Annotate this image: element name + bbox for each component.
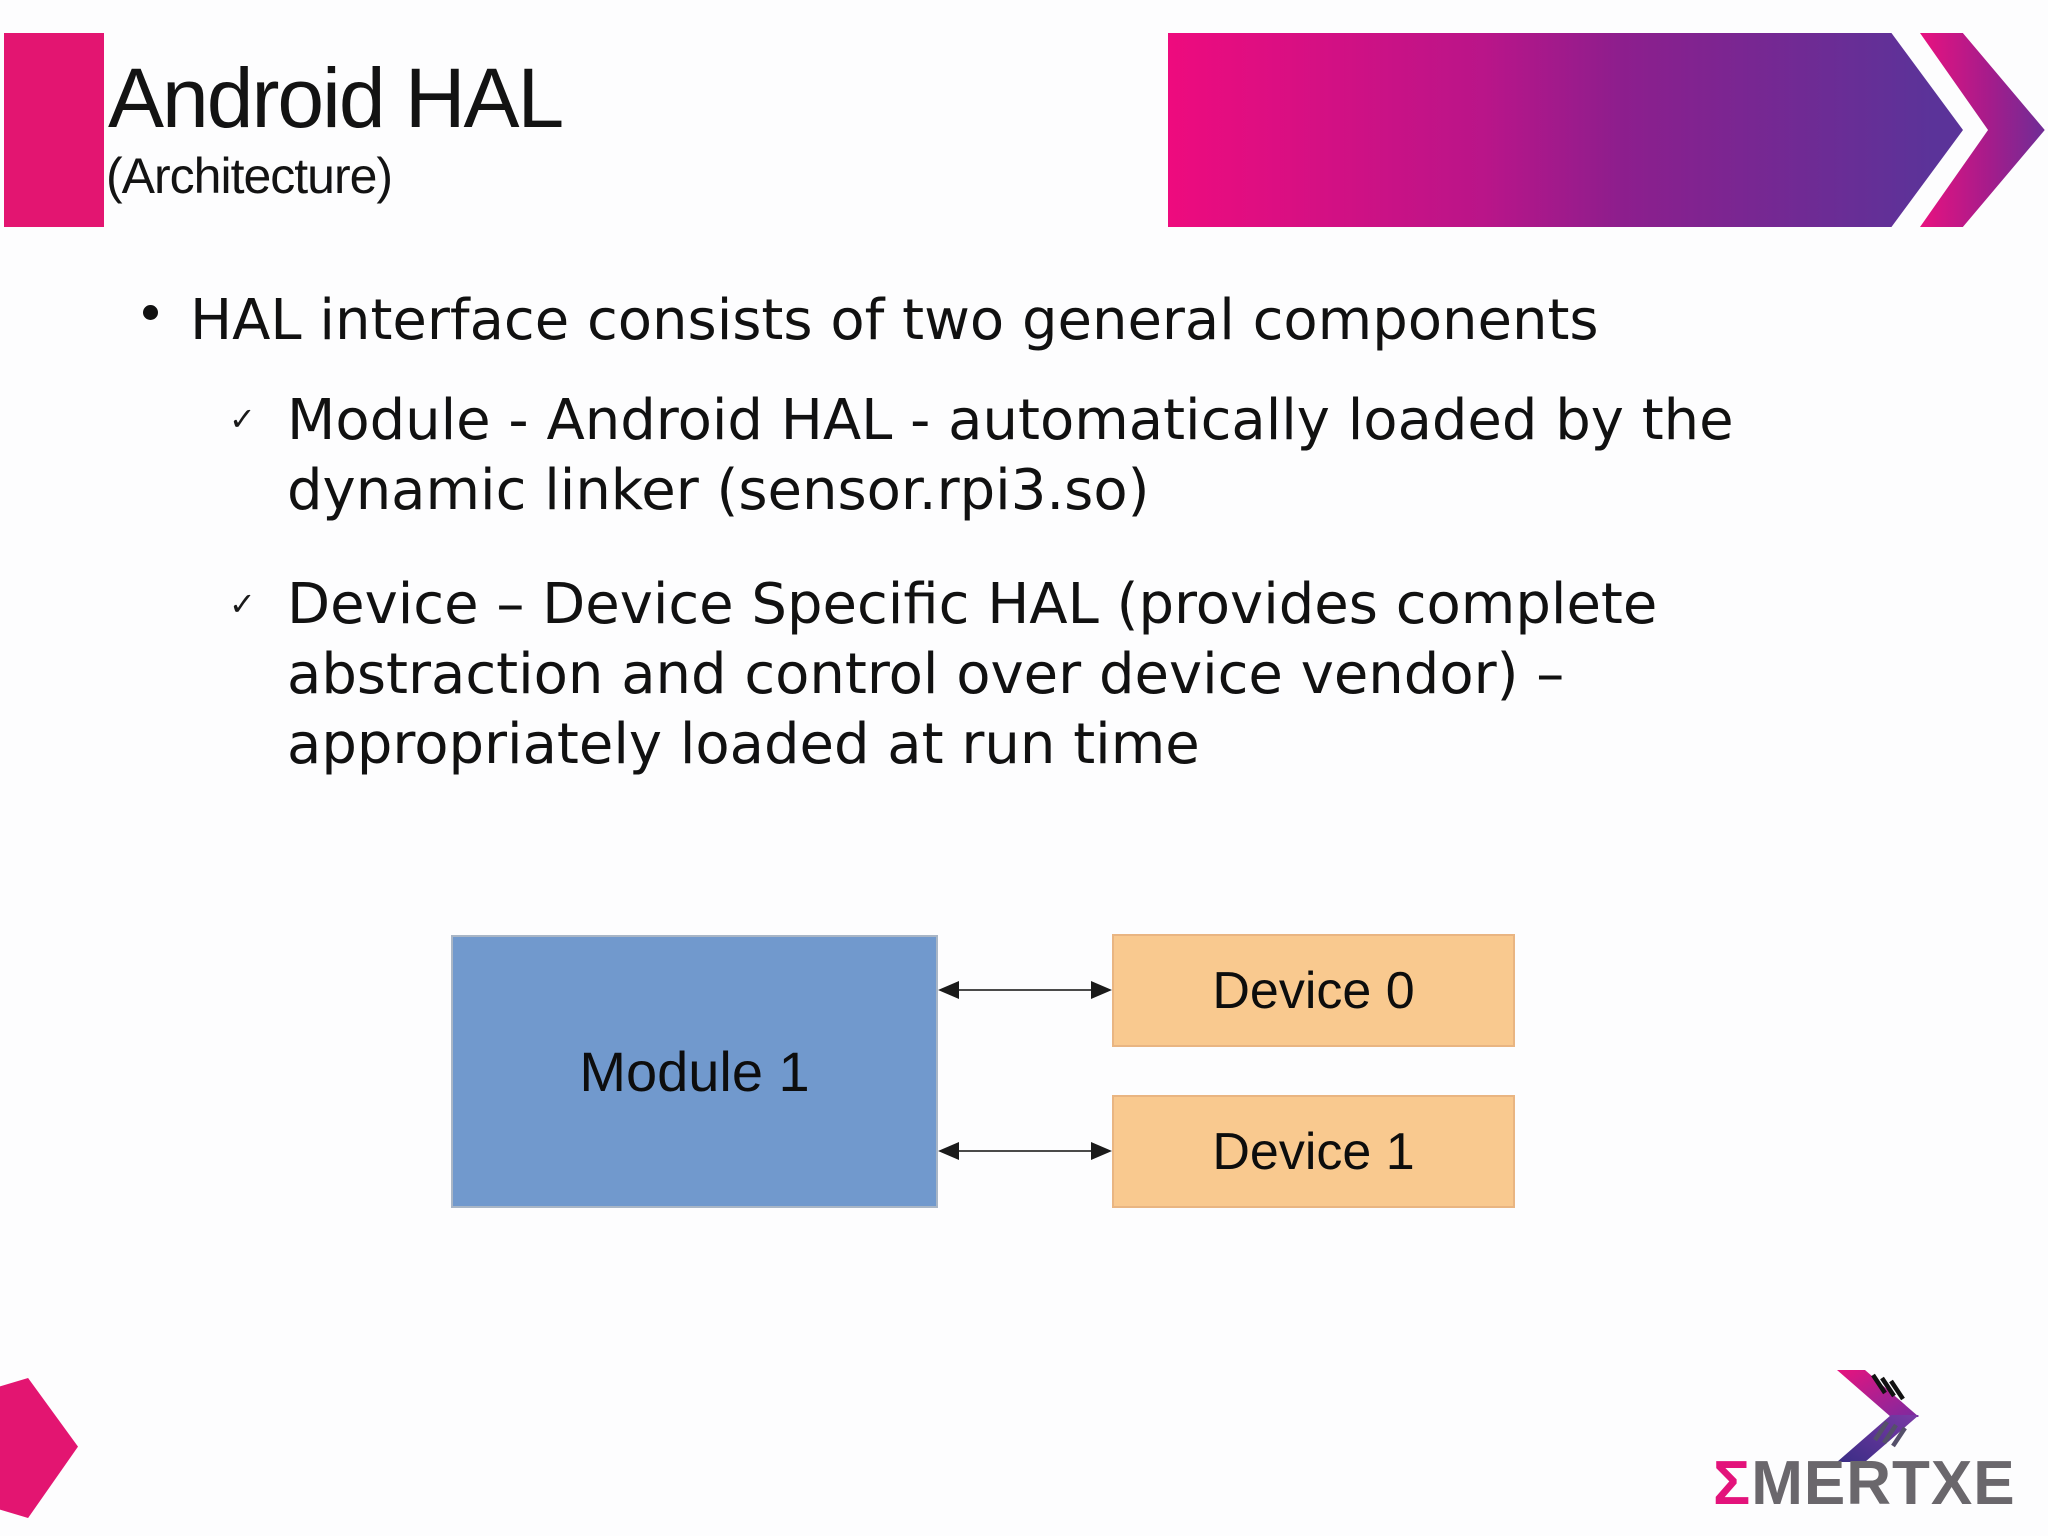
double-arrow-module-device1: [938, 1141, 1112, 1161]
header-accent-bar: [4, 33, 104, 227]
module-box: Module 1: [451, 935, 938, 1208]
logo-rest: MERTXE: [1751, 1449, 2016, 1518]
logo-sigma: Σ: [1713, 1449, 1752, 1518]
bullet-text: HAL interface consists of two general co…: [190, 288, 1599, 353]
arrowhead-left-icon: [938, 981, 959, 999]
arrowhead-left-icon: [938, 1142, 959, 1160]
arrow-shaft: [959, 989, 1091, 991]
header-banner-ribbon: [1168, 33, 1963, 227]
logo-wordmark: ΣMERTXE: [1713, 1448, 2016, 1519]
page-subtitle: (Architecture): [106, 148, 393, 204]
device0-box-label: Device 0: [1212, 961, 1415, 1020]
sub-bullet-device: Device – Device Specific HAL (provides c…: [287, 570, 1657, 780]
footer-accent-arrow: [0, 1378, 78, 1518]
device1-box: Device 1: [1112, 1095, 1515, 1208]
arrowhead-right-icon: [1091, 1142, 1112, 1160]
device1-box-label: Device 1: [1212, 1122, 1415, 1181]
checkmark-icon: ✓: [229, 400, 256, 438]
sub-bullet-device-line2: abstraction and control over device vend…: [287, 642, 1565, 707]
sub-bullet-module: Module - Android HAL - automatically loa…: [287, 386, 1734, 526]
double-arrow-module-device0: [938, 980, 1112, 1000]
sub-bullet-device-line3: appropriately loaded at run time: [287, 712, 1200, 777]
page-title: Android HAL: [108, 51, 564, 145]
sub-bullet-module-line1: Module - Android HAL - automatically loa…: [287, 388, 1734, 453]
checkmark-icon: ✓: [229, 585, 256, 623]
sub-bullet-device-line1: Device – Device Specific HAL (provides c…: [287, 572, 1658, 637]
logo-chevron-icon: [1837, 1370, 1919, 1462]
arrowhead-right-icon: [1091, 981, 1112, 999]
arrow-shaft: [959, 1150, 1091, 1152]
device0-box: Device 0: [1112, 934, 1515, 1047]
module-box-label: Module 1: [579, 1040, 810, 1103]
bullet-dot: [143, 305, 158, 320]
sub-bullet-module-line2: dynamic linker (sensor.rpi3.so): [287, 458, 1150, 523]
